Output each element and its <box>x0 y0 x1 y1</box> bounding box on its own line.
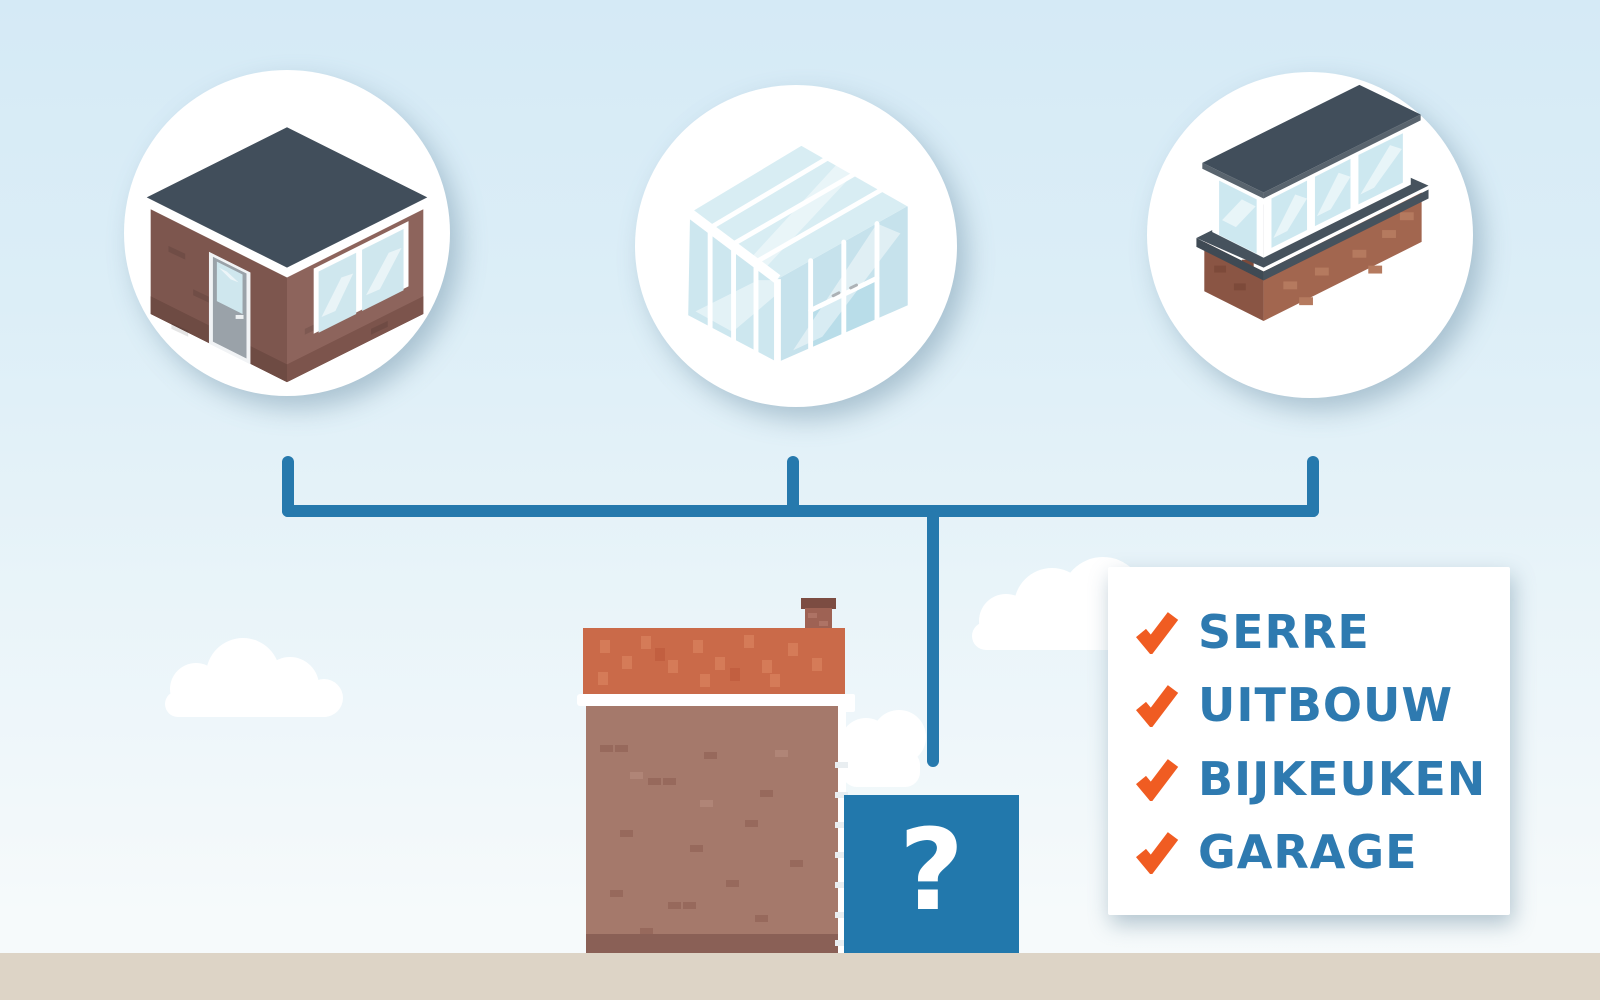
checklist-item: BIJKEUKEN <box>1134 754 1500 802</box>
checklist-item-label: BIJKEUKEN <box>1198 751 1487 806</box>
checklist-card: SERRE UITBOUW BIJKEUKEN GARAGE <box>1108 567 1510 915</box>
glass-conservatory-icon <box>681 138 915 370</box>
chimney <box>801 598 836 629</box>
check-icon <box>1136 611 1179 654</box>
brick-window-extension-icon <box>1196 84 1429 321</box>
check-icon <box>1136 758 1179 801</box>
brick-base-right <box>1263 192 1422 321</box>
checklist-item: SERRE <box>1134 607 1500 655</box>
ground <box>0 953 1600 1000</box>
connector-down-stem <box>927 511 939 767</box>
window-band <box>1212 123 1411 258</box>
check-icon <box>1136 832 1179 875</box>
brick-garage-icon <box>146 127 428 383</box>
checklist-item-label: UITBOUW <box>1198 678 1454 733</box>
flat-roof <box>146 127 428 268</box>
window <box>313 221 409 334</box>
downpipe <box>835 706 848 953</box>
connector-right-tick <box>1307 456 1319 517</box>
checklist-item: GARAGE <box>1134 827 1500 875</box>
house-wall <box>586 706 838 953</box>
house-plinth <box>586 934 838 953</box>
house-roof <box>583 628 845 695</box>
question-mark: ? <box>899 806 964 936</box>
checklist-item-label: GARAGE <box>1198 825 1418 880</box>
option-node-garage <box>124 70 450 396</box>
connector-horizontal-line <box>282 505 1319 517</box>
checklist-item-label: SERRE <box>1198 604 1370 659</box>
question-block: ? <box>844 795 1019 953</box>
flat-roof <box>1202 84 1421 193</box>
connector-left-tick <box>282 456 294 517</box>
check-icon <box>1136 685 1179 728</box>
option-node-serre <box>635 85 957 407</box>
brick-base-left <box>1204 241 1264 321</box>
door <box>208 251 251 365</box>
connector-middle-tick <box>787 456 799 517</box>
option-node-uitbouw <box>1147 72 1473 398</box>
house-illustration <box>577 598 855 953</box>
cloud-icon <box>840 710 926 787</box>
cloud-icon <box>165 638 343 717</box>
checklist-item: UITBOUW <box>1134 680 1500 728</box>
